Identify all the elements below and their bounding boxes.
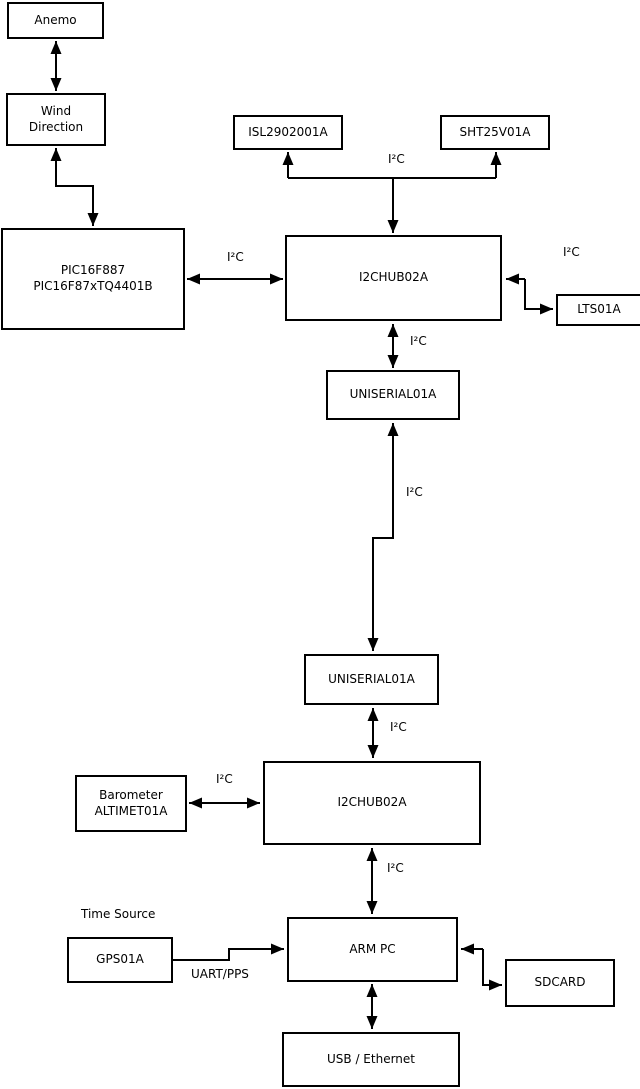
node-i2c-hub-upper: I2CHUB02A [285,235,502,321]
node-isl2902001a-label: ISL2902001A [248,124,328,139]
node-sht25v01a-label: SHT25V01A [459,124,531,139]
node-barometer-label: Barometer ALTIMET01A [94,787,168,818]
edge-hub1-out-to-lts [524,279,553,315]
edge-uniserial1-uniserial2 [367,423,399,651]
edge-label-i2c-hub1-uniserial1: I²C [410,334,427,348]
node-gps01a: GPS01A [67,937,173,983]
node-usb-ethernet: USB / Ethernet [282,1032,460,1087]
node-lts01a-label: LTS01A [577,302,621,317]
node-wind-direction: Wind Direction [6,93,106,146]
node-sht25v01a: SHT25V01A [440,115,550,150]
node-arm-pc-label: ARM PC [349,941,396,956]
node-i2c-hub-lower: I2CHUB02A [263,761,481,845]
node-uniserial-lower-label: UNISERIAL01A [328,671,415,686]
node-arm-pc: ARM PC [287,917,458,982]
edge-label-uart-pps: UART/PPS [191,967,249,981]
node-barometer: Barometer ALTIMET01A [75,775,187,832]
node-wind-direction-label: Wind Direction [28,103,84,134]
node-uniserial-lower: UNISERIAL01A [304,654,439,705]
node-usb-ethernet-label: USB / Ethernet [327,1051,415,1066]
node-i2c-hub-lower-label: I2CHUB02A [337,795,407,810]
node-lts01a: LTS01A [556,294,640,326]
edge-label-i2c-barometer-hub2: I²C [216,772,233,786]
edge-label-time-source: Time Source [81,907,156,921]
node-gps01a-label: GPS01A [96,952,144,967]
edge-label-i2c-uniserial2-hub2: I²C [390,720,407,734]
node-sdcard-label: SDCARD [534,975,586,990]
node-isl2902001a: ISL2902001A [233,115,343,150]
node-sdcard: SDCARD [505,959,615,1007]
edge-label-i2c-hub2-armpc: I²C [387,861,404,875]
edge-label-i2c-sensor-branch: I²C [388,152,405,166]
node-pic-microcontroller-label: PIC16F887 PIC16F87xTQ4401B [33,263,153,293]
node-anemometer-label: Anemo [34,12,77,27]
node-uniserial-upper: UNISERIAL01A [326,370,460,420]
node-uniserial-upper-label: UNISERIAL01A [349,387,437,402]
node-anemometer: Anemo [7,2,104,39]
edge-armpc-out-to-sdcard [482,949,502,991]
edge-label-i2c-pic-hub1: I²C [227,250,244,264]
edge-gps-armpc [173,943,284,961]
edge-label-i2c-uniserial-link: I²C [406,485,423,499]
node-i2c-hub-upper-label: I2CHUB02A [358,270,429,285]
edge-label-i2c-hub1-lts: I²C [563,245,580,259]
node-pic-microcontroller: PIC16F887 PIC16F87xTQ4401B [1,228,185,330]
edge-wind-pic [50,148,99,226]
